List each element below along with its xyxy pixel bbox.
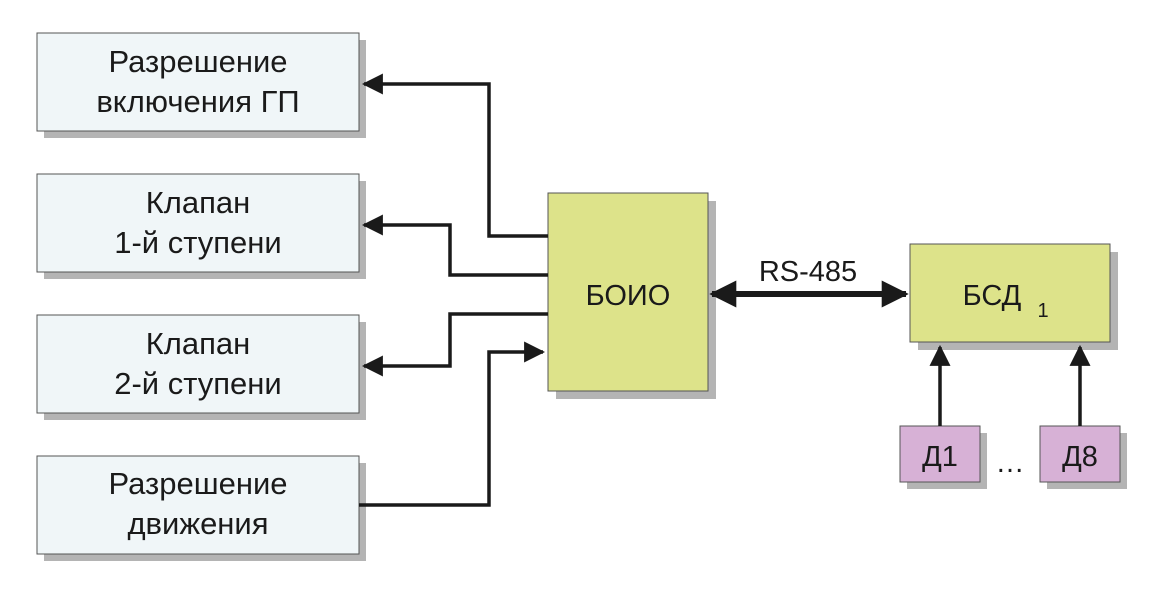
- bsd-block: БСД 1: [909, 243, 1118, 350]
- connector-to-valve-stage2: [361, 312, 548, 377]
- output-label-line1: Разрешение: [108, 44, 287, 79]
- bsd-index: 1: [1037, 300, 1048, 322]
- boio-block: БОИО: [547, 192, 716, 399]
- output-label-line2: движения: [127, 506, 268, 541]
- connector-to-valve-stage1: [361, 214, 548, 277]
- sensor-d8: Д8: [1039, 425, 1127, 489]
- output-box-gp-enable: Разрешение включения ГП: [36, 32, 366, 138]
- output-label-line2: 2-й ступени: [114, 366, 282, 401]
- output-box-valve-stage2: Клапан 2-й ступени: [36, 314, 366, 420]
- sensor-ellipsis: …: [996, 447, 1025, 479]
- bsd-label: БСД: [963, 280, 1022, 312]
- sensor-label: Д8: [1062, 441, 1098, 473]
- output-box-valve-stage1: Клапан 1-й ступени: [36, 173, 366, 279]
- sensor-d1: Д1: [899, 425, 987, 489]
- output-label-line2: включения ГП: [96, 84, 299, 119]
- connector-to-gp-enable: [361, 73, 548, 238]
- sensor-label: Д1: [922, 441, 958, 473]
- output-label-line2: 1-й ступени: [114, 225, 282, 260]
- output-label-line1: Клапан: [146, 185, 251, 220]
- boio-label: БОИО: [586, 280, 671, 312]
- output-box-motion-enable: Разрешение движения: [36, 455, 366, 561]
- output-label-line1: Клапан: [146, 326, 251, 361]
- rs485-label: RS-485: [759, 256, 857, 288]
- connector-from-motion-enable: [359, 341, 546, 507]
- output-label-line1: Разрешение: [108, 466, 287, 501]
